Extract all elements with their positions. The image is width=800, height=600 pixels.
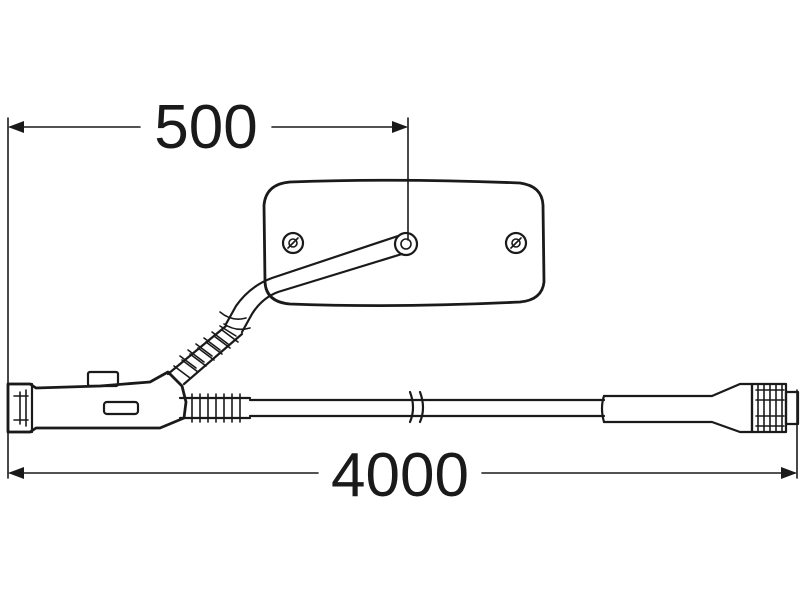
right-connector-ribs [757, 383, 783, 433]
dimension-4000: 4000 [8, 389, 798, 510]
left-connector-window [102, 400, 140, 416]
right-sleeve [602, 382, 754, 434]
cable-clip [408, 390, 425, 424]
left-connector-housing [6, 370, 188, 434]
arm-pivot-ring [393, 231, 419, 257]
arrowhead-4000-right [781, 467, 797, 479]
arm-pivot-center [400, 238, 412, 250]
screw-left-icon [281, 231, 305, 255]
left-connector-ribs [13, 389, 29, 427]
right-connector-cap [784, 390, 800, 426]
left-connector [6, 370, 188, 434]
right-connector-body [750, 382, 788, 434]
mirror-arm-upper-edge [224, 234, 400, 326]
main-cable [248, 390, 606, 424]
right-connector-teeth [755, 389, 785, 427]
dimension-label-500: 500 [154, 93, 257, 162]
dimension-500: 500 [7, 93, 409, 479]
arrowhead-500-left [8, 121, 24, 133]
cable-bellows [178, 393, 252, 423]
arrowhead-4000-left [8, 467, 24, 479]
arrowhead-500-right [392, 121, 408, 133]
right-connector [602, 382, 800, 434]
mirror-arm-lower-edge [240, 252, 404, 334]
cable-sleeve-start [600, 394, 606, 424]
dimension-label-4000: 4000 [331, 441, 469, 510]
arm-bellows [166, 324, 244, 386]
mirror-outline [262, 178, 546, 307]
left-connector-latch [86, 370, 120, 388]
mirror-arm [219, 234, 404, 334]
mirror-plate [262, 178, 546, 307]
screw-right-icon [504, 231, 528, 255]
